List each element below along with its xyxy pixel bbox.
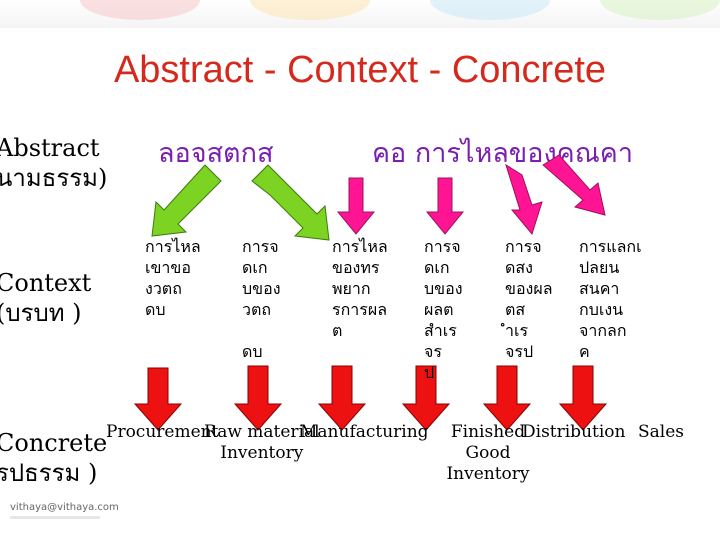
process-raw-material-line2: Inventory [220,443,304,463]
decor-blob [600,0,720,20]
red-arrow-sales [558,365,608,431]
process-sales: Sales [638,422,685,442]
concrete-label: Concrete รปธรรม ) [0,428,107,488]
decor-blob [250,0,370,20]
process-manufacturing: Manufacturing [300,422,429,442]
process-raw-material-line1: Raw material [204,422,320,442]
process-distribution: Distribution [522,422,626,442]
pink-arrow-3 [505,163,543,236]
abstract-label-line1: Abstract [0,134,100,162]
decor-blob [430,0,550,20]
process-finished-good: Finished Good Inventory [433,422,543,485]
process-procurement: Procurement [106,422,219,442]
red-arrow-manufacturing [317,365,367,431]
red-arrow-finished-good [401,365,451,431]
slide-title: Abstract - Context - Concrete [113,49,607,91]
context-cell-distribution: การจ ดสง ของผล ตส ำเร จรป [505,237,553,361]
red-arrow-raw-material [233,365,283,431]
context-cell-manufacturing: การไหล ของทร พยาก รการผล ต [332,237,388,340]
abstract-phrase-value-flow: คอ การไหลของคณคา [372,138,633,169]
decor-blob [80,0,200,20]
abstract-phrase-logistics: ลอจสตกส [158,138,274,169]
concrete-label-line1: Concrete [0,429,108,457]
context-label-line2: (บรบท ) [0,299,82,327]
pink-arrow-4 [542,154,606,216]
top-decoration-bar [0,0,720,28]
abstract-label: Abstract นามธรรม) [0,133,107,193]
process-finished-good-line1: Finished [450,422,526,442]
footer-decoration-line [10,516,100,519]
context-label: Context (บรบท ) [0,268,91,328]
pink-arrow-2 [425,177,465,235]
footer-email: vithaya@vithaya.com [10,502,119,513]
red-arrow-procurement [133,367,183,431]
green-arrow-left [151,164,222,237]
pink-arrow-1 [336,177,376,235]
green-arrow-right [251,164,330,241]
context-cell-finished-good: การจ ดเก บของ ผลต สำเร จร ป [424,237,463,382]
context-cell-procurement: การไหล เขาขอ งวตถ ดบ [145,237,201,319]
process-raw-material: Raw material Inventory [204,422,320,464]
context-label-line1: Context [0,269,92,297]
concrete-label-line2: รปธรรม ) [0,459,98,487]
abstract-label-line2: นามธรรม) [0,164,108,192]
process-finished-good-line2: Good Inventory [446,443,530,484]
context-cell-sales: การแลกเ ปลยน สนคา กบเงน จากลก ค [579,237,642,361]
context-cell-raw-material: การจ ดเก บของ วตถ ดบ [242,237,281,361]
red-arrow-distribution [482,365,532,431]
